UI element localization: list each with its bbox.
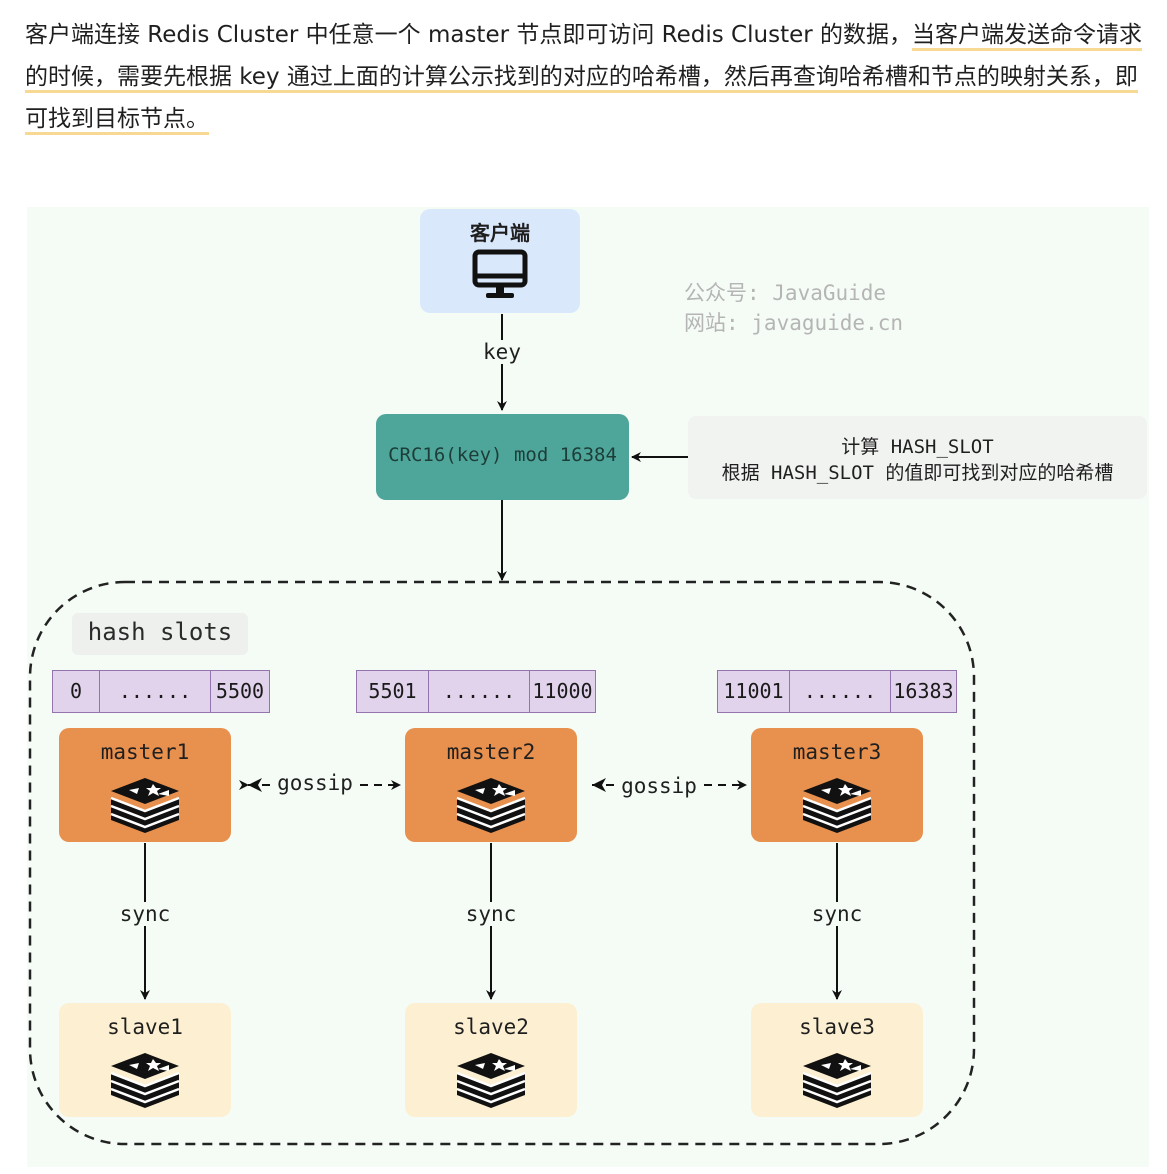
intro-paragraph: 客户端连接 Redis Cluster 中任意一个 master 节点即可访问 … bbox=[25, 14, 1145, 140]
master-label-3: master3 bbox=[792, 740, 882, 764]
slot-range-1-end: 5500 bbox=[210, 670, 270, 713]
slot-range-3-start: 11001 bbox=[717, 670, 790, 713]
hash-slots-label: hash slots bbox=[87, 618, 233, 646]
redis-icon bbox=[455, 1051, 527, 1109]
intro-plain-text: 客户端连接 Redis Cluster 中任意一个 master 节点即可访问 … bbox=[25, 22, 913, 48]
slot-range-1-mid: ...... bbox=[99, 670, 211, 713]
watermark: 公众号: JavaGuide 网站: javaguide.cn bbox=[684, 278, 903, 338]
slave-node-2: slave2 bbox=[405, 1003, 577, 1117]
slave-label-1: slave1 bbox=[107, 1015, 183, 1039]
redis-icon bbox=[455, 776, 527, 834]
master-node-1: master1 bbox=[59, 728, 231, 842]
master-node-3: master3 bbox=[751, 728, 923, 842]
sync-label-1: sync bbox=[116, 902, 174, 926]
hash-slots-label-box: hash slots bbox=[72, 613, 248, 655]
note-line-1: 计算 HASH_SLOT bbox=[841, 436, 994, 458]
crc-node: CRC16(key) mod 16384 bbox=[376, 414, 629, 500]
monitor-icon bbox=[472, 249, 528, 298]
watermark-line-2: 网站: javaguide.cn bbox=[684, 311, 904, 335]
watermark-line-1: 公众号: JavaGuide bbox=[684, 281, 887, 305]
intro-highlighted-text: 当客户端发送命令请求的时候，需要先根据 key 通过上面的计算公示找到的对应的哈… bbox=[25, 22, 1143, 135]
slot-range-2-end: 11000 bbox=[529, 670, 596, 713]
master-node-2: master2 bbox=[405, 728, 577, 842]
slot-range-3-end: 16383 bbox=[890, 670, 957, 713]
redis-icon bbox=[109, 1051, 181, 1109]
sync-label-2: sync bbox=[462, 902, 520, 926]
client-node: 客户端 bbox=[420, 209, 580, 313]
master-label-2: master2 bbox=[446, 740, 536, 764]
crc-label: CRC16(key) mod 16384 bbox=[388, 444, 617, 466]
note-line-2: 根据 HASH_SLOT 的值即可找到对应的哈希槽 bbox=[721, 462, 1114, 484]
slave-label-3: slave3 bbox=[799, 1015, 875, 1039]
redis-icon bbox=[801, 1051, 873, 1109]
slave-label-2: slave2 bbox=[453, 1015, 529, 1039]
slot-range-3-mid: ...... bbox=[789, 670, 891, 713]
gossip-label-2: gossip bbox=[616, 774, 702, 798]
slot-range-2-mid: ...... bbox=[428, 670, 530, 713]
client-label: 客户端 bbox=[470, 221, 530, 245]
redis-icon bbox=[109, 776, 181, 834]
master-label-1: master1 bbox=[100, 740, 190, 764]
redis-icon bbox=[801, 776, 873, 834]
slave-node-3: slave3 bbox=[751, 1003, 923, 1117]
sync-label-3: sync bbox=[808, 902, 866, 926]
key-label: key bbox=[478, 340, 526, 364]
hash-slot-note: 计算 HASH_SLOT 根据 HASH_SLOT 的值即可找到对应的哈希槽 bbox=[688, 416, 1147, 499]
slave-node-1: slave1 bbox=[59, 1003, 231, 1117]
gossip-label-1: gossip bbox=[272, 771, 358, 795]
slot-range-1-start: 0 bbox=[52, 670, 100, 713]
slot-range-2-start: 5501 bbox=[356, 670, 429, 713]
